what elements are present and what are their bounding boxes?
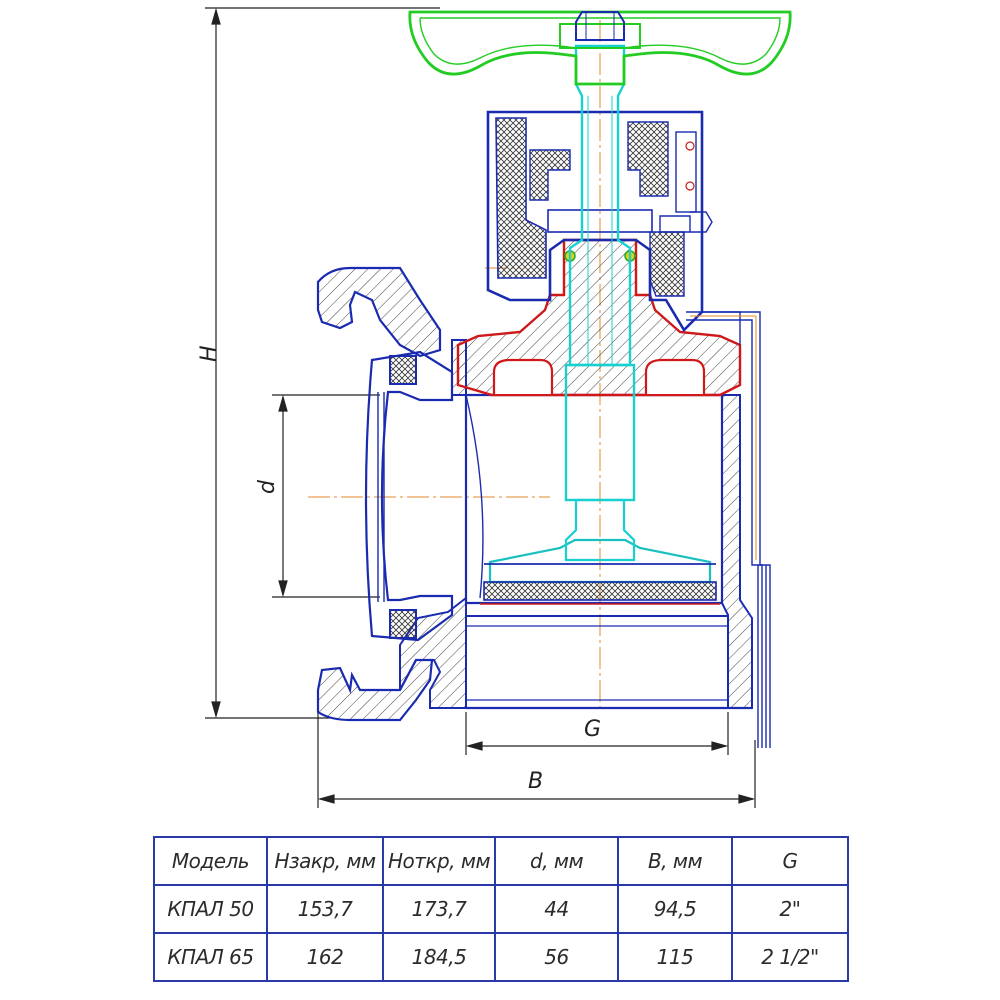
spec-table-header: Модель Hзакр, мм Hоткр, мм d, мм B, мм G xyxy=(153,836,849,886)
bonnet-right-recess xyxy=(644,358,706,394)
packing-left-inner xyxy=(529,149,571,201)
coupling-seal-bottom xyxy=(389,609,417,639)
coupling-upper-claw xyxy=(316,266,442,358)
spec-table: Модель Hзакр, мм Hоткр, мм d, мм B, мм G… xyxy=(153,836,849,982)
packing-housing xyxy=(486,110,704,333)
coupling-lower-claw xyxy=(316,658,434,722)
handwheel-hub xyxy=(559,23,641,49)
cell-model: КПАЛ 65 xyxy=(153,932,268,982)
dimension-d xyxy=(272,394,380,598)
valve-disc xyxy=(480,538,720,605)
handwheel xyxy=(408,10,792,86)
packing-left-block xyxy=(495,117,547,279)
packing-ring xyxy=(547,209,653,233)
coupling-head xyxy=(316,266,466,722)
stem-tip xyxy=(564,498,636,562)
handwheel-nut xyxy=(575,11,625,41)
disc-seal xyxy=(483,581,717,601)
dimension-B-label: B xyxy=(528,769,543,794)
packing-right-block xyxy=(627,121,669,197)
dimension-G xyxy=(465,712,729,755)
cell-d: 44 xyxy=(494,884,619,934)
cell-b: 115 xyxy=(617,932,733,982)
threaded-outlet xyxy=(465,615,729,709)
dimension-H xyxy=(205,7,440,719)
table-row: КПАЛ 65 162 184,5 56 115 2 1/2" xyxy=(153,932,849,982)
dimension-G-label: G xyxy=(584,717,601,742)
cell-b: 94,5 xyxy=(617,884,733,934)
header-h-open: Hоткр, мм xyxy=(382,836,496,886)
coupling-seal-top xyxy=(389,355,417,385)
body-right-wall xyxy=(721,394,753,709)
handwheel-body xyxy=(408,10,792,86)
side-rods xyxy=(686,311,771,748)
header-d: d, мм xyxy=(494,836,619,886)
packing-right-lower xyxy=(649,231,685,297)
header-b: B, мм xyxy=(617,836,733,886)
table-row: КПАЛ 50 153,7 173,7 44 94,5 2" xyxy=(153,884,849,934)
coupling-ring xyxy=(364,350,454,642)
header-h-closed: Hзакр, мм xyxy=(266,836,384,886)
cell-h-open: 184,5 xyxy=(382,932,496,982)
dimension-B xyxy=(317,712,756,808)
header-g: G xyxy=(731,836,849,886)
cell-h-closed: 162 xyxy=(266,932,384,982)
bonnet-left-recess xyxy=(492,358,554,394)
valve-drawing: H d G B xyxy=(197,7,792,808)
cell-model: КПАЛ 50 xyxy=(153,884,268,934)
cell-h-open: 173,7 xyxy=(382,884,496,934)
cell-g: 2" xyxy=(731,884,849,934)
cell-g: 2 1/2" xyxy=(731,932,849,982)
cell-h-closed: 153,7 xyxy=(266,884,384,934)
header-model: Модель xyxy=(153,836,268,886)
dimension-d-label: d xyxy=(255,479,280,494)
valve-stem xyxy=(564,44,636,562)
dimension-H-label: H xyxy=(197,345,222,362)
cell-d: 56 xyxy=(494,932,619,982)
